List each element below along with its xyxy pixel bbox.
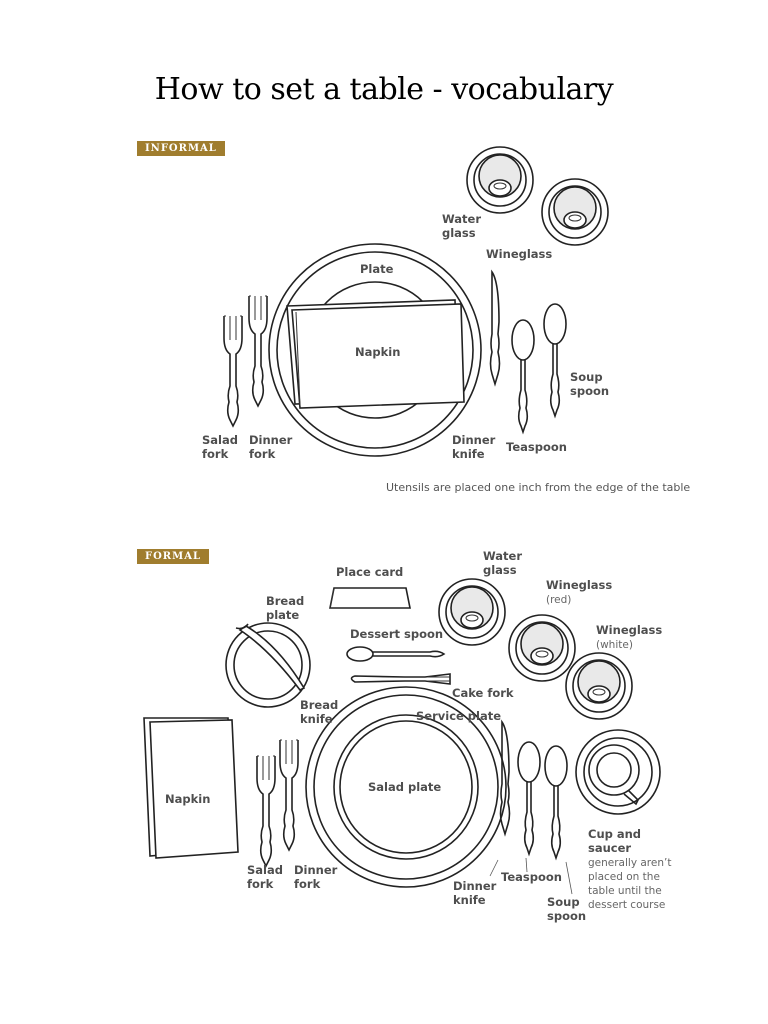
formal-badge: FORMAL [137,549,209,564]
label-dinner-fork: Dinner fork [249,433,293,461]
cake-fork-icon [350,673,451,685]
label-service-plate: Service plate [416,709,502,723]
salad-plate-icon [333,714,479,860]
teaspoon-icon [511,319,535,433]
informal-badge: INFORMAL [137,141,225,156]
dessert-spoon-icon [346,646,446,662]
water-glass-icon [466,146,534,214]
cup-note: generally aren’t placed on the table unt… [588,857,672,911]
label-formal-salad-fork: Salad fork [247,863,283,891]
label-formal-dinner-fork: Dinner fork [294,863,338,891]
label-wineglass-white: Wineglass [596,623,663,637]
label-wineglass-white-sub: (white) [596,639,633,651]
napkin-icon [286,299,465,409]
label-water-glass: Water glass [442,212,482,240]
cup-and-saucer-icon [575,729,661,815]
label-formal-teaspoon: Teaspoon [501,870,562,884]
formal-wineglass-red-icon [508,614,576,682]
dinner-knife-icon [489,271,501,385]
informal-setting [223,146,609,457]
label-salad-plate: Salad plate [368,780,442,794]
label-cup-and-saucer: Cup and saucer [588,827,642,855]
formal-setting [143,578,661,895]
label-dessert-spoon: Dessert spoon [350,627,444,641]
label-bread-knife: Bread knife [300,698,339,726]
formal-soup-spoon-icon [544,745,568,859]
label-teaspoon: Teaspoon [506,440,567,454]
soup-spoon-icon [543,303,567,417]
label-formal-soup-spoon: Soup spoon [547,895,587,923]
formal-teaspoon-icon [517,741,541,855]
bread-plate-icon [225,622,311,708]
label-formal-water-glass: Water glass [483,549,523,577]
label-place-card: Place card [336,565,404,579]
label-salad-fork: Salad fork [202,433,238,461]
label-bread-plate: Bread plate [266,594,305,622]
label-cake-fork: Cake fork [452,686,514,700]
label-plate: Plate [360,262,394,276]
salad-fork-icon [223,315,243,427]
label-formal-dinner-knife: Dinner knife [453,879,497,907]
dinner-fork-icon [248,295,268,407]
informal-note: Utensils are placed one inch from the ed… [386,481,691,494]
label-wineglass: Wineglass [486,247,553,261]
formal-wineglass-white-icon [565,652,633,720]
page-title: How to set a table - vocabulary [154,72,614,107]
formal-napkin-icon [143,717,239,859]
label-wineglass-red: Wineglass [546,578,613,592]
label-wineglass-red-sub: (red) [546,594,572,606]
label-soup-spoon: Soup spoon [570,370,610,398]
formal-salad-fork-icon [256,755,276,867]
label-formal-napkin: Napkin [165,792,211,806]
label-dinner-knife: Dinner knife [452,433,496,461]
label-napkin: Napkin [355,345,401,359]
place-card-icon [329,587,411,609]
wineglass-icon [541,178,609,246]
formal-water-glass-icon [438,578,506,646]
formal-dinner-fork-icon [279,739,299,851]
